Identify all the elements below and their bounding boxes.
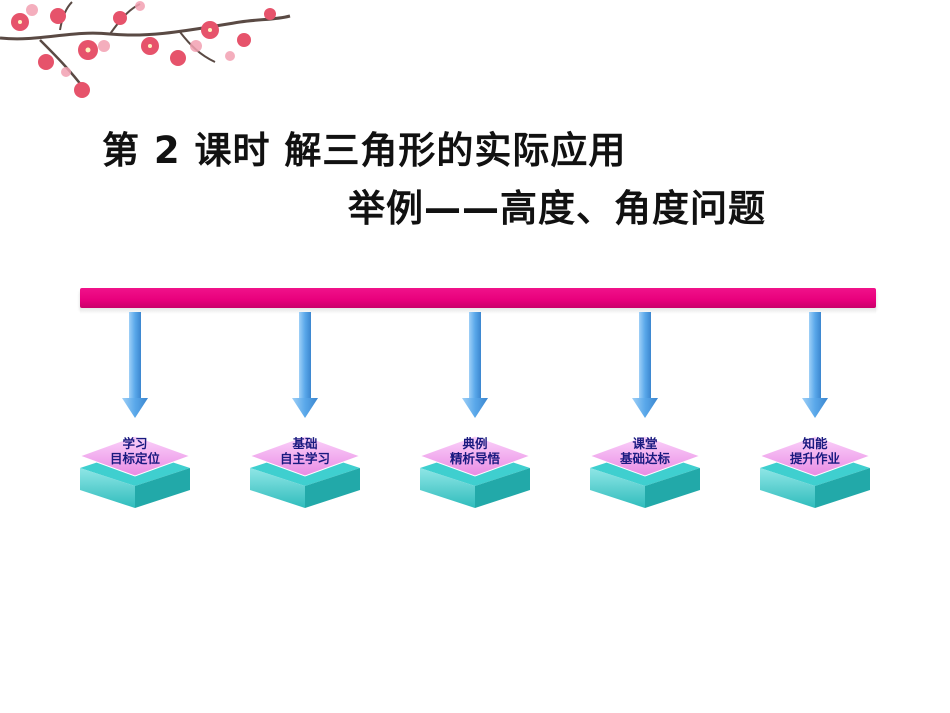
section-label-line1: 学习 (122, 436, 148, 451)
section-plate (588, 435, 702, 508)
title-line-2: 举例——高度、角度问题 (348, 187, 766, 230)
section-label: 学习 目标定位 (78, 436, 192, 466)
section-plate (248, 435, 362, 508)
section-plate (418, 435, 532, 508)
timeline-bar (80, 288, 876, 314)
section-label: 典例 精析导悟 (418, 436, 532, 466)
section-node-5[interactable]: 知能 提升作业 (735, 312, 895, 512)
section-node-1[interactable]: 学习 目标定位 (55, 312, 215, 512)
arrow-down-icon (462, 312, 488, 418)
section-label-line2: 目标定位 (109, 451, 160, 466)
arrow-down-icon (122, 312, 148, 418)
section-label-line1: 知能 (802, 436, 828, 451)
arrow-down-icon (802, 312, 828, 418)
section-label: 基础 自主学习 (248, 436, 362, 466)
title-line-1: 第 2 课时 解三角形的实际应用 (102, 129, 627, 172)
section-label: 课堂 基础达标 (588, 436, 702, 466)
section-label-line1: 典例 (462, 436, 488, 451)
section-label: 知能 提升作业 (758, 436, 872, 466)
section-label-line1: 基础 (292, 436, 318, 451)
section-node-3[interactable]: 典例 精析导悟 (395, 312, 555, 512)
section-label-line2: 基础达标 (619, 451, 670, 466)
section-plate (758, 435, 872, 508)
section-label-line2: 自主学习 (279, 451, 330, 466)
plum-blossom-branch-icon (0, 1, 291, 98)
section-label-line2: 精析导悟 (449, 451, 500, 466)
section-label-line2: 提升作业 (789, 451, 840, 466)
arrow-down-icon (632, 312, 658, 418)
section-node-4[interactable]: 课堂 基础达标 (565, 312, 725, 512)
section-node-2[interactable]: 基础 自主学习 (225, 312, 385, 512)
section-label-line1: 课堂 (632, 436, 658, 451)
section-plate (78, 435, 192, 508)
arrow-down-icon (292, 312, 318, 418)
